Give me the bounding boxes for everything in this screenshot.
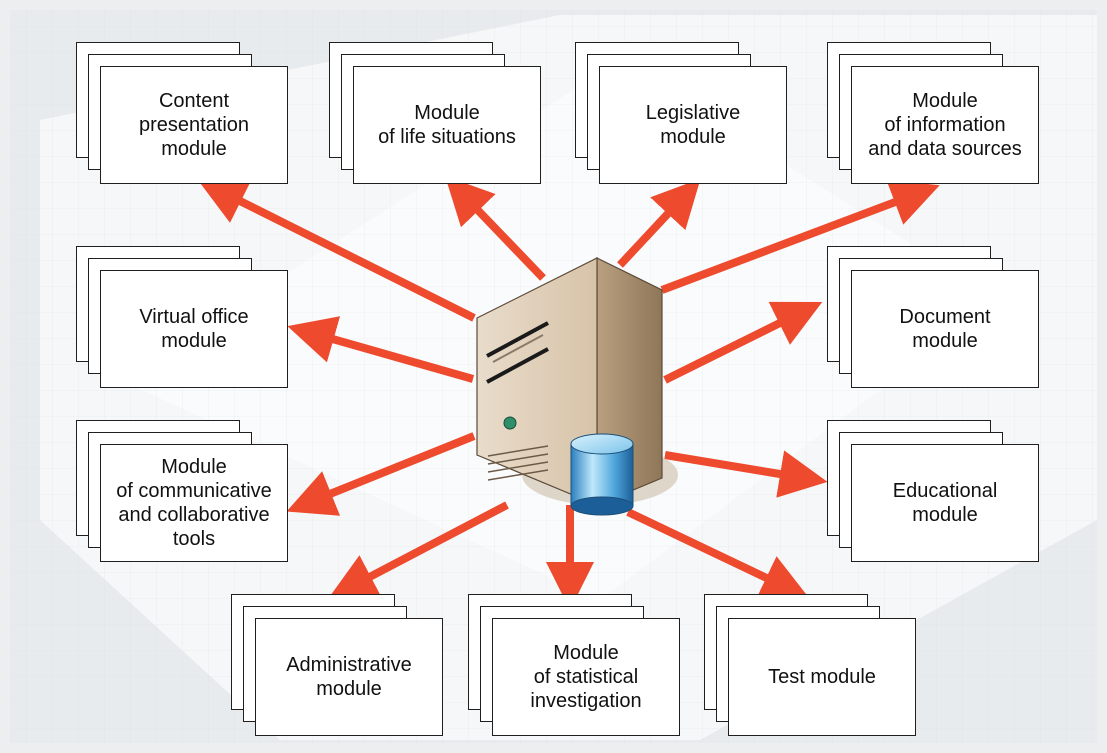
arrow-to-information-data-sources xyxy=(660,179,940,294)
module-content-presentation: Content presentation module xyxy=(76,42,288,184)
module-label: Legislative module xyxy=(645,102,741,148)
arrow-to-communicative-collaborative xyxy=(286,432,476,516)
module-label: Module of information and data sources xyxy=(868,90,1022,160)
arrow-to-life-situations xyxy=(445,176,546,281)
module-card: Legislative module xyxy=(599,66,787,184)
module-card: Test module xyxy=(728,618,916,736)
module-information-data-sources: Module of information and data sources xyxy=(827,42,1039,184)
module-label: Content presentation module xyxy=(138,90,250,160)
module-card: Module of information and data sources xyxy=(851,66,1039,184)
module-card: Content presentation module xyxy=(100,66,288,184)
module-card: Administrative module xyxy=(255,618,443,736)
module-label: Module of life situations xyxy=(378,102,516,148)
module-administrative: Administrative module xyxy=(231,594,443,736)
module-test: Test module xyxy=(704,594,916,736)
arrow-to-administrative xyxy=(328,501,509,599)
module-label: Module of statistical investigation xyxy=(530,642,642,712)
module-card: Module of statistical investigation xyxy=(492,618,680,736)
module-communicative-collaborative: Module of communicative and collaborativ… xyxy=(76,420,288,562)
module-document: Document module xyxy=(827,246,1039,388)
module-label: Virtual office module xyxy=(139,306,249,352)
module-label: Test module xyxy=(768,666,876,688)
module-label: Administrative module xyxy=(286,654,412,700)
arrow-to-virtual-office xyxy=(287,316,475,383)
module-label: Module of communicative and collaborativ… xyxy=(116,456,272,550)
arrow-to-test xyxy=(626,508,810,600)
module-legislative: Legislative module xyxy=(575,42,787,184)
module-life-situations: Module of life situations xyxy=(329,42,541,184)
database-cylinder-icon xyxy=(570,433,634,516)
module-card: Virtual office module xyxy=(100,270,288,388)
arrow-to-educational xyxy=(664,450,828,498)
module-statistical-investigation: Module of statistical investigation xyxy=(468,594,680,736)
module-card: Educational module xyxy=(851,444,1039,562)
module-educational: Educational module xyxy=(827,420,1039,562)
arrow-to-content-presentation xyxy=(197,179,476,322)
arrow-to-document xyxy=(663,301,823,384)
arrow-to-legislative xyxy=(617,178,701,268)
module-label: Educational module xyxy=(892,480,998,526)
module-virtual-office: Virtual office module xyxy=(76,246,288,388)
module-card: Document module xyxy=(851,270,1039,388)
module-card: Module of communicative and collaborativ… xyxy=(100,444,288,562)
module-card: Module of life situations xyxy=(353,66,541,184)
module-label: Document module xyxy=(899,306,991,352)
